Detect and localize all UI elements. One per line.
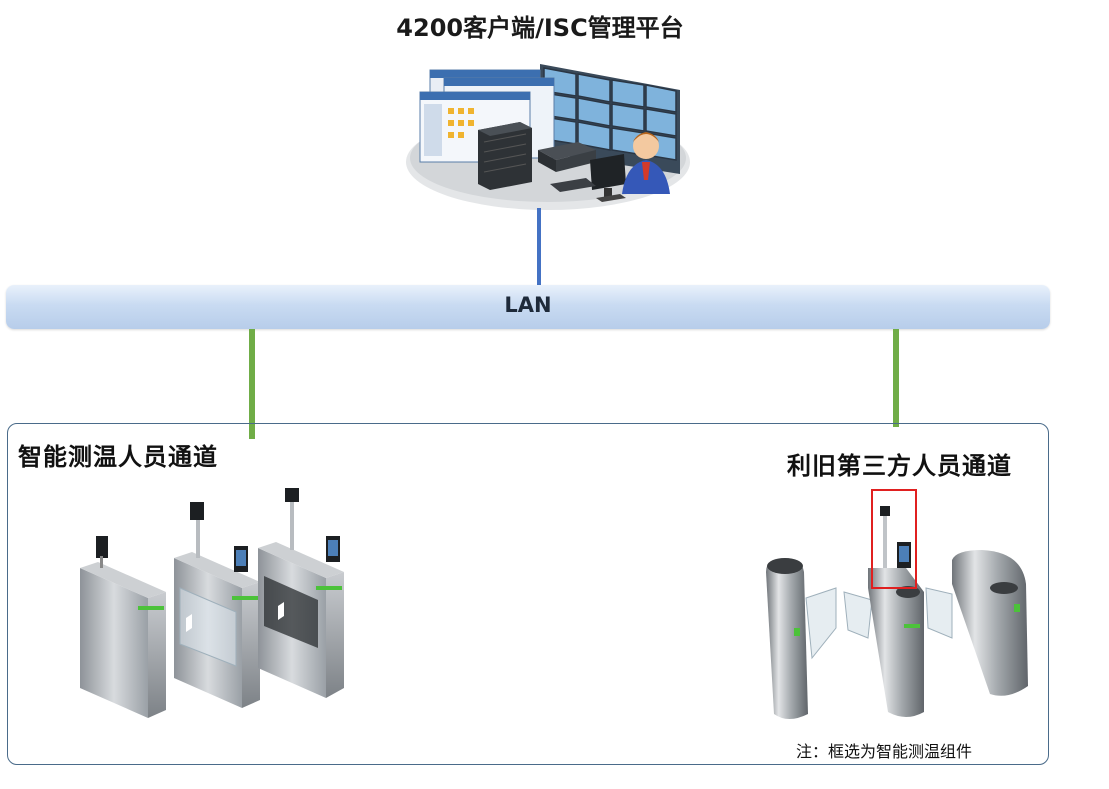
- lan-label: LAN: [504, 293, 552, 317]
- lan-bar: [6, 285, 1050, 329]
- swing-gate-turnstile: [80, 488, 344, 718]
- legend-note: 注：框选为智能测温组件: [796, 742, 973, 761]
- smart-temperature-channel-label: 智能测温人员通道: [18, 443, 218, 471]
- lan-to-left-channel-link: [249, 329, 255, 439]
- lan-to-right-channel-link: [893, 329, 899, 427]
- management-platform-illustration: [406, 64, 690, 210]
- temperature-module-highlight: [871, 489, 917, 589]
- platform-title: 4200客户端/ISC管理平台: [396, 14, 684, 42]
- legacy-third-party-channel-label: 利旧第三方人员通道: [787, 452, 1012, 480]
- channels-container: [7, 423, 1049, 765]
- flap-barrier-turnstile: [766, 506, 1028, 719]
- platform-to-lan-link: [537, 208, 541, 286]
